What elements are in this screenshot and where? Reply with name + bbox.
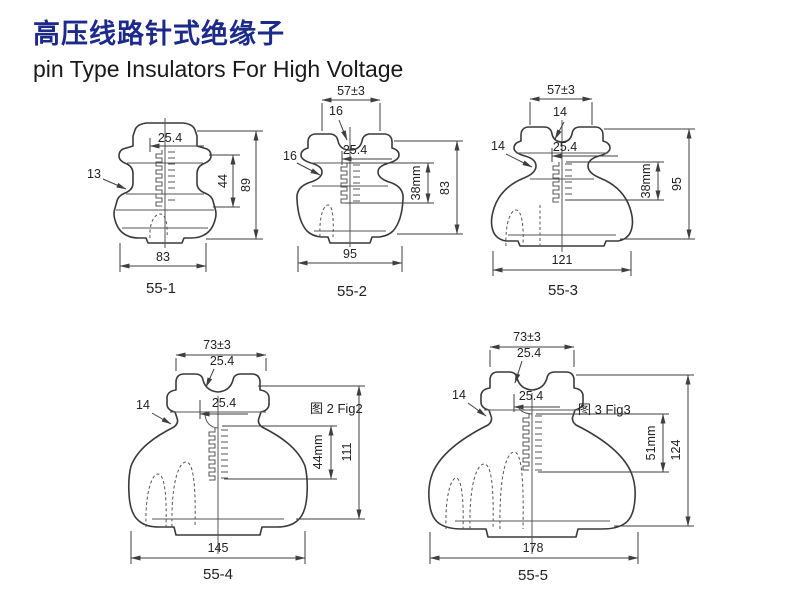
- insulator-body-outline: [490, 126, 634, 247]
- pin-thread-ticks: [221, 429, 228, 479]
- pin-thread-profile: [552, 162, 560, 203]
- dim-top-width: 73±3: [513, 330, 541, 344]
- dim-total-height: 89: [239, 178, 253, 192]
- insulator-body-outline: [113, 122, 217, 244]
- dimension-lines: [130, 352, 365, 564]
- dim-top-groove: 14: [553, 105, 567, 119]
- pin-thread-ticks: [565, 163, 572, 201]
- pin-thread-profile: [522, 414, 530, 471]
- dimension-lines: [492, 96, 695, 276]
- dim-top-groove: 25.4: [210, 354, 234, 368]
- dim-total-height: 95: [670, 177, 684, 191]
- dimension-lines: [296, 97, 463, 272]
- pin-thread-ticks: [535, 415, 542, 471]
- dim-pin-diameter: 25.4: [343, 143, 367, 157]
- figure-55-4: 73±3 25.4 14 25.4 图 2 Fig2 44mm 111 145 …: [127, 338, 365, 583]
- hidden-profile-arc: [149, 213, 168, 239]
- pin-thread-ticks: [168, 151, 175, 201]
- dim-pin-diameter: 25.4: [158, 131, 182, 145]
- dim-pin-diameter: 25.4: [519, 389, 543, 403]
- dim-top-width: 57±3: [547, 83, 575, 97]
- hidden-profile-arc: [505, 205, 541, 247]
- figure-reference: 图 3 Fig3: [578, 402, 631, 417]
- dim-side-thickness: 14: [452, 388, 466, 402]
- hidden-profile-arc: [319, 204, 334, 238]
- dim-top-width: 73±3: [203, 338, 231, 352]
- figure-label: 55-5: [518, 567, 548, 584]
- pin-thread-profile: [208, 428, 216, 481]
- dim-total-height: 111: [340, 442, 354, 461]
- dim-side-thickness: 14: [491, 139, 505, 153]
- figure-label: 55-1: [146, 280, 176, 297]
- dim-total-height: 83: [438, 181, 452, 195]
- dim-thread-depth: 38mm: [409, 166, 423, 201]
- figure-label: 55-3: [548, 282, 578, 299]
- dim-width: 145: [208, 541, 229, 555]
- dim-top-groove: 16: [329, 104, 343, 118]
- header: 高压线路针式绝缘子 pin Type Insulators For High V…: [33, 12, 403, 83]
- pin-hole-arc: [204, 413, 219, 429]
- page-title-zh: 高压线路针式绝缘子: [33, 19, 285, 49]
- dim-thread-depth: 44mm: [311, 435, 325, 470]
- figure-label: 55-4: [203, 566, 233, 583]
- dim-thread-depth: 51mm: [644, 426, 658, 461]
- dim-side-thickness: 16: [283, 149, 297, 163]
- insulator-body-outline: [296, 133, 404, 244]
- page-title-en: pin Type Insulators For High Voltage: [33, 56, 404, 82]
- dim-pin-diameter: 25.4: [212, 396, 236, 410]
- dim-inner-height: 44: [216, 174, 230, 188]
- figure-55-2: 57±3 16 16 25.4 38mm 83 95 55-2: [283, 84, 463, 300]
- dim-width: 178: [523, 541, 544, 555]
- dimension-lines: [429, 344, 694, 564]
- dim-width: 121: [552, 253, 573, 267]
- figure-55-3: 57±3 14 14 25.4 38mm 95 121 55-3: [490, 83, 695, 299]
- dimension-lines: [102, 130, 263, 272]
- pin-thread-ticks: [353, 164, 360, 202]
- figure-reference: 图 2 Fig2: [310, 401, 363, 416]
- figure-55-5: 73±3 25.4 14 25.4 图 3 Fig3 51mm 124 178 …: [428, 330, 694, 584]
- dim-thread-depth: 38mm: [639, 164, 653, 199]
- dim-total-height: 124: [669, 440, 683, 461]
- figure-55-1: 25.4 13 44 89 83 55-1: [87, 118, 263, 297]
- dim-width: 83: [156, 250, 170, 264]
- pin-thread-profile: [340, 163, 348, 204]
- dim-width: 95: [343, 247, 357, 261]
- figure-label: 55-2: [337, 283, 367, 300]
- dim-side-thickness: 13: [87, 167, 101, 181]
- hidden-profile-arcs: [145, 461, 196, 528]
- dim-side-thickness: 14: [136, 398, 150, 412]
- hidden-profile-arcs: [445, 451, 524, 530]
- pin-thread-profile: [155, 150, 163, 207]
- dim-pin-diameter: 25.4: [553, 140, 577, 154]
- dim-top-width: 57±3: [337, 84, 365, 98]
- dim-top-groove: 25.4: [517, 346, 541, 360]
